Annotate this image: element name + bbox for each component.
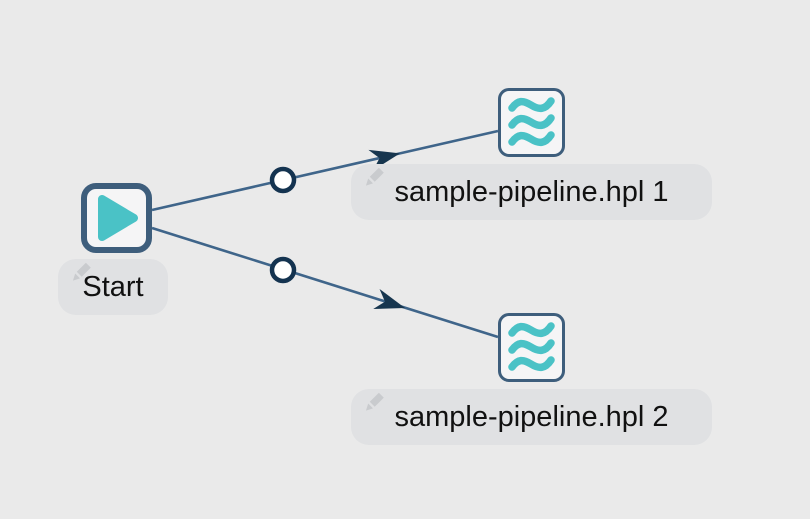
pencil-icon xyxy=(359,160,391,192)
pipeline-2-label[interactable]: sample-pipeline.hpl 2 xyxy=(351,389,712,445)
pencil-icon xyxy=(359,385,391,417)
start-action-label-text: Start xyxy=(82,270,144,303)
pipeline-1-label[interactable]: sample-pipeline.hpl 1 xyxy=(351,164,712,220)
hop-arrow-icon xyxy=(373,288,405,309)
pipeline-2-node[interactable] xyxy=(498,313,565,382)
hop-line-start-to-pipeline-2[interactable] xyxy=(151,226,499,339)
play-icon xyxy=(98,195,138,241)
pipeline-waves-icon xyxy=(508,97,555,147)
hop-midpoint-circle[interactable] xyxy=(269,256,297,284)
pipeline-waves-icon xyxy=(508,322,555,372)
pipeline-1-node[interactable] xyxy=(498,88,565,157)
hop-midpoint-circle[interactable] xyxy=(269,166,297,194)
pipeline-2-label-text: sample-pipeline.hpl 2 xyxy=(394,400,669,433)
pipeline-1-label-text: sample-pipeline.hpl 1 xyxy=(394,175,669,208)
hop-line-start-to-pipeline-1[interactable] xyxy=(151,129,499,212)
start-action-label[interactable]: Start xyxy=(58,259,168,315)
start-action-node[interactable] xyxy=(81,183,152,253)
